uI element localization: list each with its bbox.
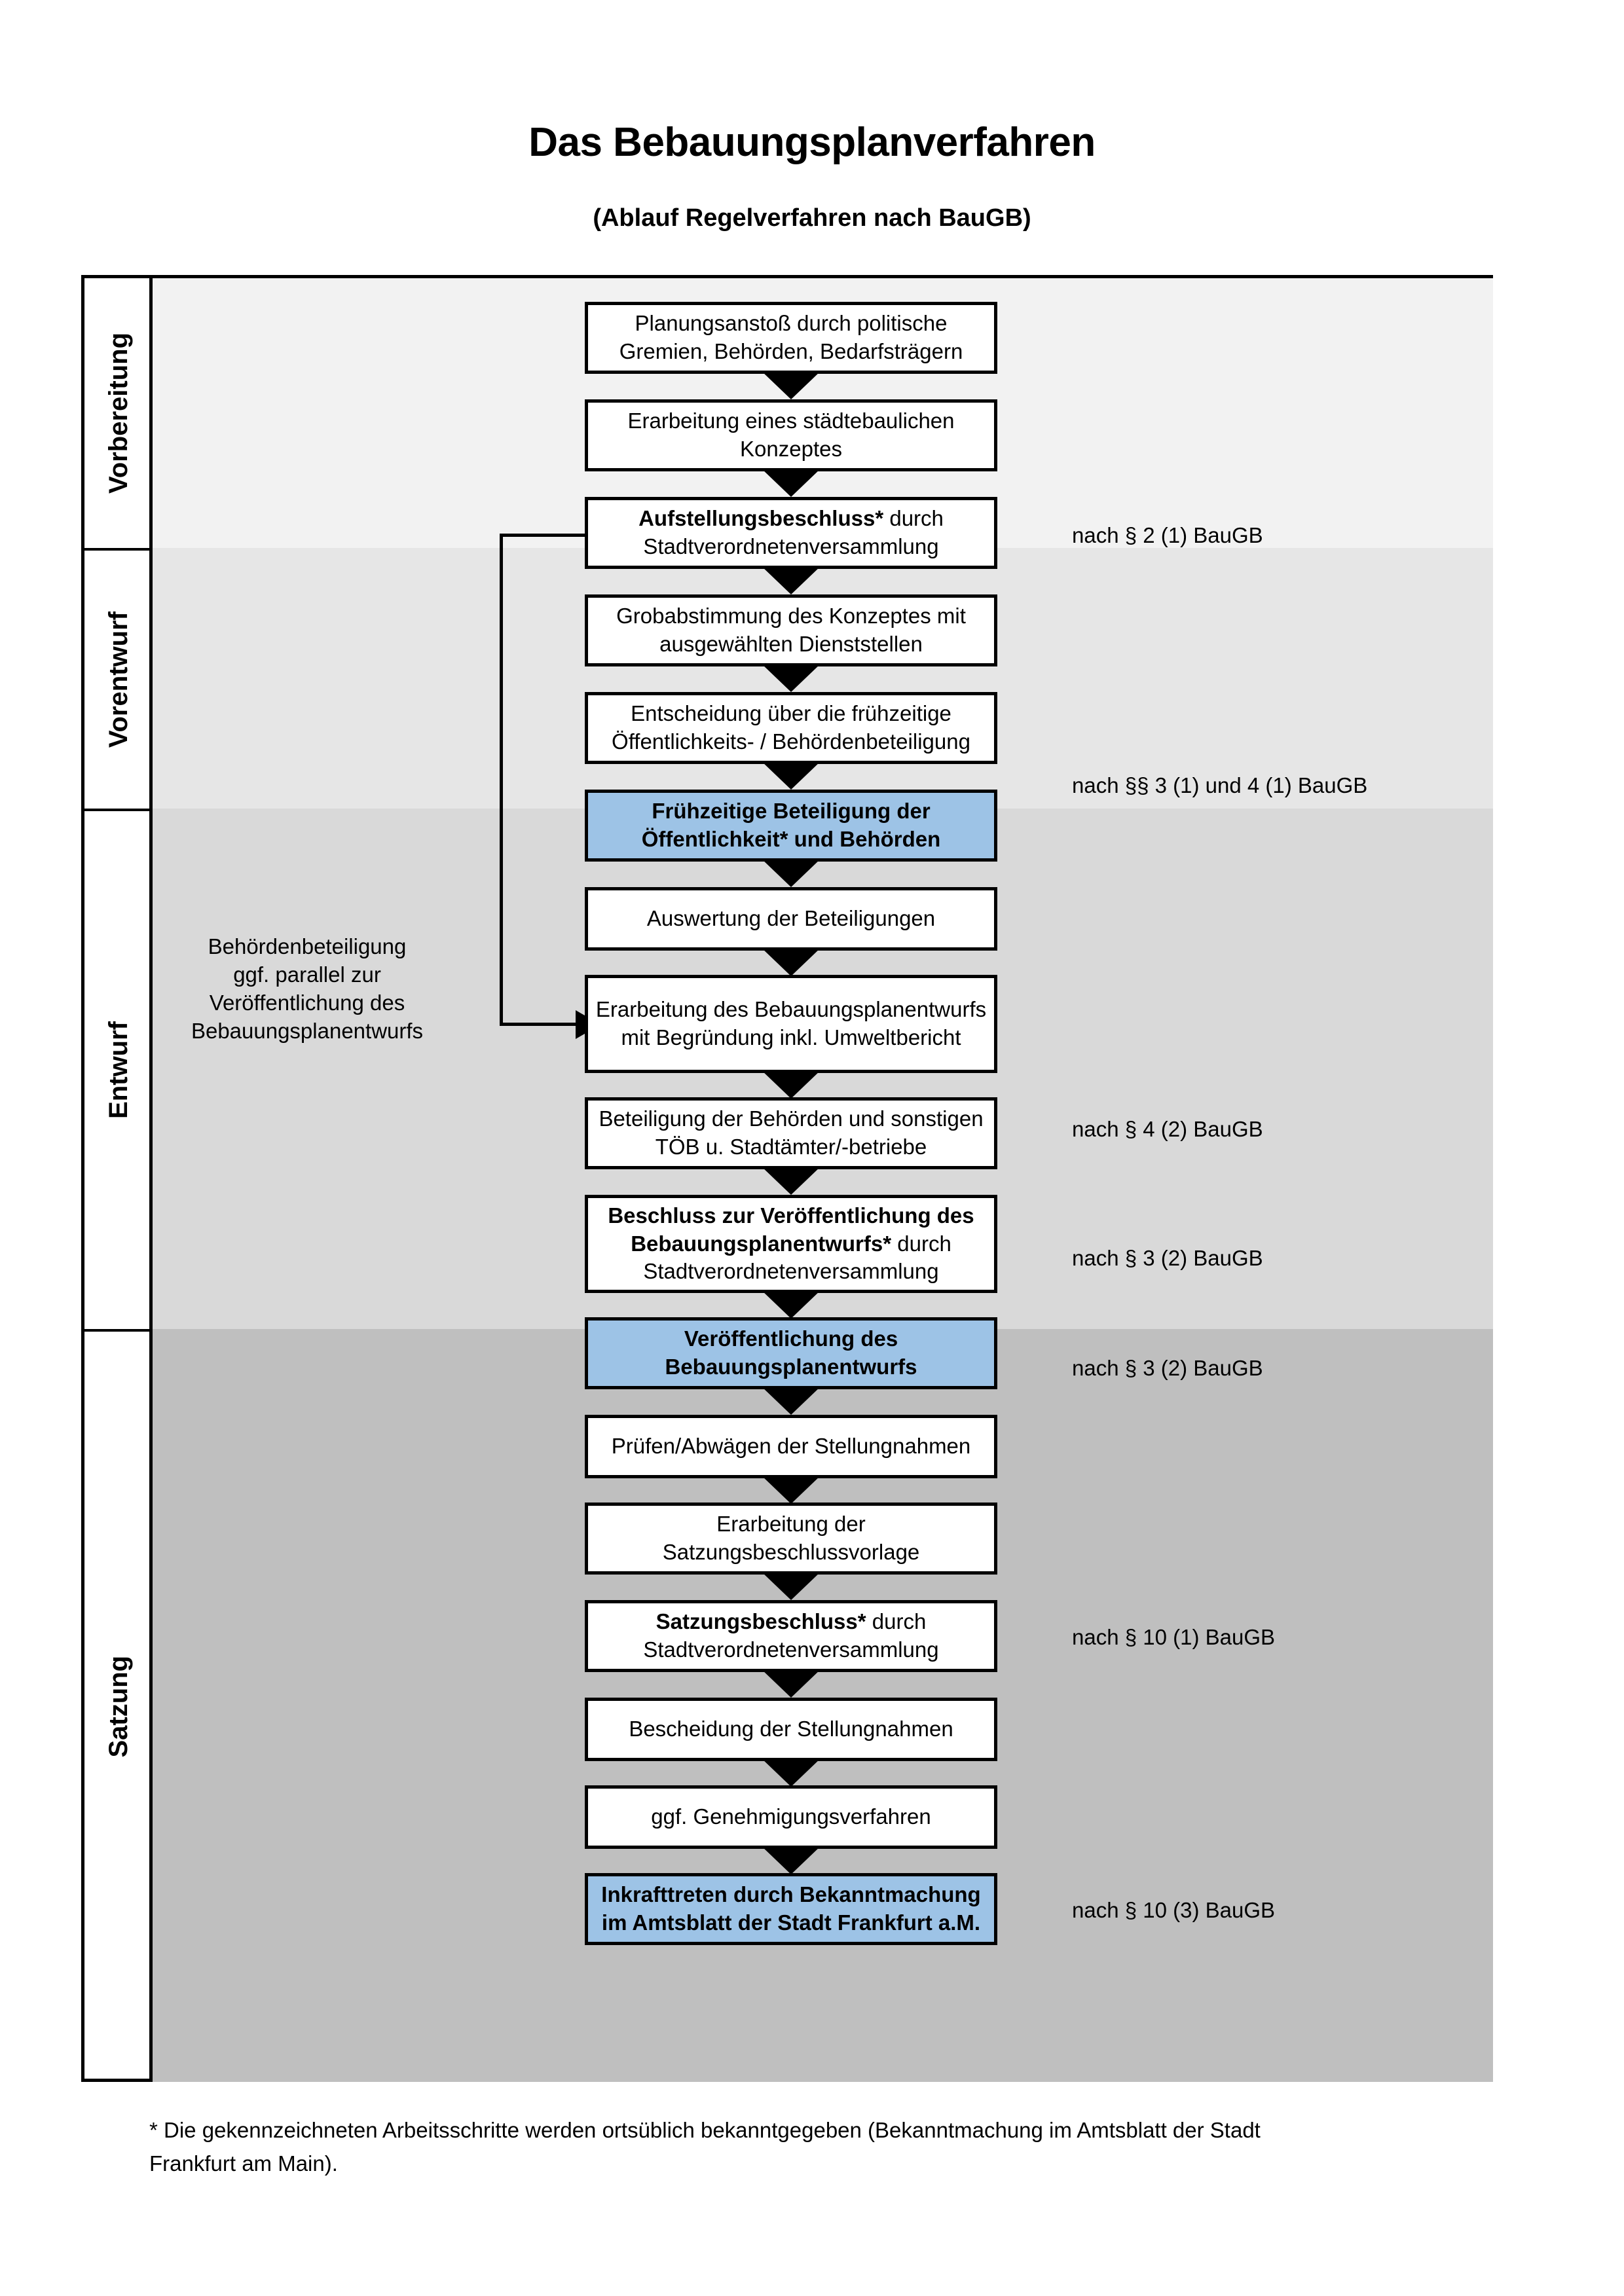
phase-label-text: Satzung [103,1656,133,1758]
phase-label-satzung: Satzung [84,1329,153,2082]
step-box-erarbeitung-bplanentwurf[interactable]: Erarbeitung des Bebauungsplanentwurfs mi… [585,975,997,1073]
phase-label-vorentwurf: Vorentwurf [84,548,153,809]
bracket-connector-left [500,534,503,1026]
step-text: Erarbeitung eines städtebaulichen Konzep… [627,409,955,461]
step-box-satzungsbeschlussvorlage[interactable]: Erarbeitung der Satzungsbeschlussvorlage [585,1503,997,1575]
flow-arrow [761,1846,821,1874]
step-box-beschluss-veroeffentlichung[interactable]: Beschluss zur Veröffentlichung des Bebau… [585,1195,997,1293]
step-text-bold: Satzungsbeschluss* [655,1609,866,1634]
annotation-line-3: Veröffentlichung des [209,990,405,1015]
flow-arrow [761,468,821,497]
bracket-connector-top [500,534,585,537]
step-text: Auswertung der Beteiligungen [646,906,936,931]
flow-arrow [761,761,821,790]
step-box-veroeffentlichung-bplanentwurf[interactable]: Veröffentlichung des Bebauungsplanentwur… [585,1317,997,1389]
flow-arrow [761,371,821,399]
phase-label-column: Vorbereitung Vorentwurf Entwurf Satzung [84,278,153,2079]
step-text: ggf. Genehmigungsverfahren [651,1804,931,1829]
step-box-beteiligung-behoerden-toeb[interactable]: Beteiligung der Behörden und sonstigen T… [585,1097,997,1169]
phase-label-text: Entwurf [103,1021,133,1119]
page-subtitle: (Ablauf Regelverfahren nach BauGB) [593,204,1031,232]
phase-label-entwurf: Entwurf [84,809,153,1329]
step-box-grobabstimmung[interactable]: Grobabstimmung des Konzeptes mit ausgewä… [585,594,997,666]
legal-ref-par10-1: nach § 10 (1) BauGB [1072,1625,1276,1649]
band-vorentwurf [153,548,1493,809]
flow-arrow [761,1669,821,1698]
step-text: Bescheidung der Stellungnahmen [629,1717,953,1741]
step-box-genehmigungsverfahren[interactable]: ggf. Genehmigungsverfahren [585,1785,997,1849]
annotation-line-2: ggf. parallel zur [233,962,381,987]
step-box-inkrafttreten[interactable]: Inkrafttreten durch Bekanntmachung im Am… [585,1873,997,1945]
flow-arrow [761,1386,821,1415]
step-text: durch Stadtverordnetenversammlung [643,1609,939,1662]
flowchart-frame: Vorbereitung Vorentwurf Entwurf Satzung … [81,275,1493,2082]
phase-label-text: Vorbereitung [103,333,133,494]
step-text: Erarbeitung des Bebauungsplanentwurfs mi… [595,997,987,1049]
flow-arrow [761,947,821,976]
step-text-bold: Inkrafttreten [601,1882,728,1907]
annotation-behoerdenbeteiligung: Behördenbeteiligung ggf. parallel zur Ve… [176,933,438,1046]
footnote: * Die gekennzeichneten Arbeitsschritte w… [149,2113,1501,2180]
legal-ref-par10-3: nach § 10 (3) BauGB [1072,1898,1276,1922]
flow-arrow [761,1166,821,1195]
footnote-line-2: Frankfurt am Main). [149,2151,338,2176]
step-box-staedtebauliches-konzept[interactable]: Erarbeitung eines städtebaulichen Konzep… [585,399,997,471]
step-text-bold: Aufstellungsbeschluss* [638,506,884,531]
flow-arrow [761,1758,821,1787]
step-box-bescheidung-stellungnahmen[interactable]: Bescheidung der Stellungnahmen [585,1698,997,1761]
step-text: durch Stadtverordnetenversammlung [643,506,944,558]
legal-ref-par4-2: nach § 4 (2) BauGB [1072,1117,1263,1141]
step-box-auswertung-beteiligungen[interactable]: Auswertung der Beteiligungen [585,887,997,951]
step-box-aufstellungsbeschluss[interactable]: Aufstellungsbeschluss* durch Stadtverord… [585,497,997,569]
flow-arrow [761,858,821,887]
legal-ref-par3-2-a: nach § 3 (2) BauGB [1072,1246,1263,1270]
phase-label-vorbereitung: Vorbereitung [84,278,153,548]
phase-label-text: Vorentwurf [103,611,133,748]
footnote-line-1: * Die gekennzeichneten Arbeitsschritte w… [149,2118,1261,2142]
flow-arrow [761,663,821,692]
step-text: durch Bekanntmachung im Amtsblatt der St… [601,1882,981,1935]
step-text: Grobabstimmung des Konzeptes mit ausgewä… [616,604,966,656]
flow-arrow [761,1070,821,1099]
bracket-connector-bottom [500,1023,578,1026]
page-title: Das Bebauungsplanverfahren [528,120,1096,165]
step-box-satzungsbeschluss[interactable]: Satzungsbeschluss* durch Stadtverordnete… [585,1600,997,1672]
step-text: Erarbeitung der Satzungsbeschlussvorlage [662,1512,920,1564]
step-text: Beteiligung der Behörden und sonstigen T… [599,1106,984,1159]
step-box-planungsanstoss[interactable]: Planungsanstoß durch politische Gremien,… [585,302,997,374]
step-box-pruefen-abwaegen[interactable]: Prüfen/Abwägen der Stellungnahmen [585,1415,997,1478]
step-text: Veröffentlichung des Bebauungsplanentwur… [665,1326,917,1379]
annotation-line-4: Bebauungsplanentwurfs [191,1018,424,1043]
flow-arrow [761,1571,821,1600]
step-text-bold: Beschluss zur Veröffentlichung des Bebau… [608,1203,974,1256]
step-box-fruehzeitige-beteiligung[interactable]: Frühzeitige Beteiligung der Öffentlichke… [585,790,997,862]
step-text: Frühzeitige Beteiligung der Öffentlichke… [641,799,941,851]
step-text: durch Stadtverordnetenversammlung [643,1231,951,1284]
legal-ref-par3-1-4-1: nach §§ 3 (1) und 4 (1) BauGB [1072,773,1368,797]
flow-arrow [761,1290,821,1319]
annotation-line-1: Behördenbeteiligung [208,934,407,958]
step-box-entscheidung-fruehzeitige[interactable]: Entscheidung über die frühzeitige Öffent… [585,692,997,764]
step-text: Prüfen/Abwägen der Stellungnahmen [611,1434,971,1459]
step-text: Entscheidung über die frühzeitige Öffent… [612,701,970,754]
legal-ref-par3-2-b: nach § 3 (2) BauGB [1072,1356,1263,1380]
flow-arrow [761,1475,821,1504]
flow-arrow [761,566,821,594]
step-text: Planungsanstoß durch politische Gremien,… [619,311,963,363]
legal-ref-par2-1: nach § 2 (1) BauGB [1072,523,1263,547]
